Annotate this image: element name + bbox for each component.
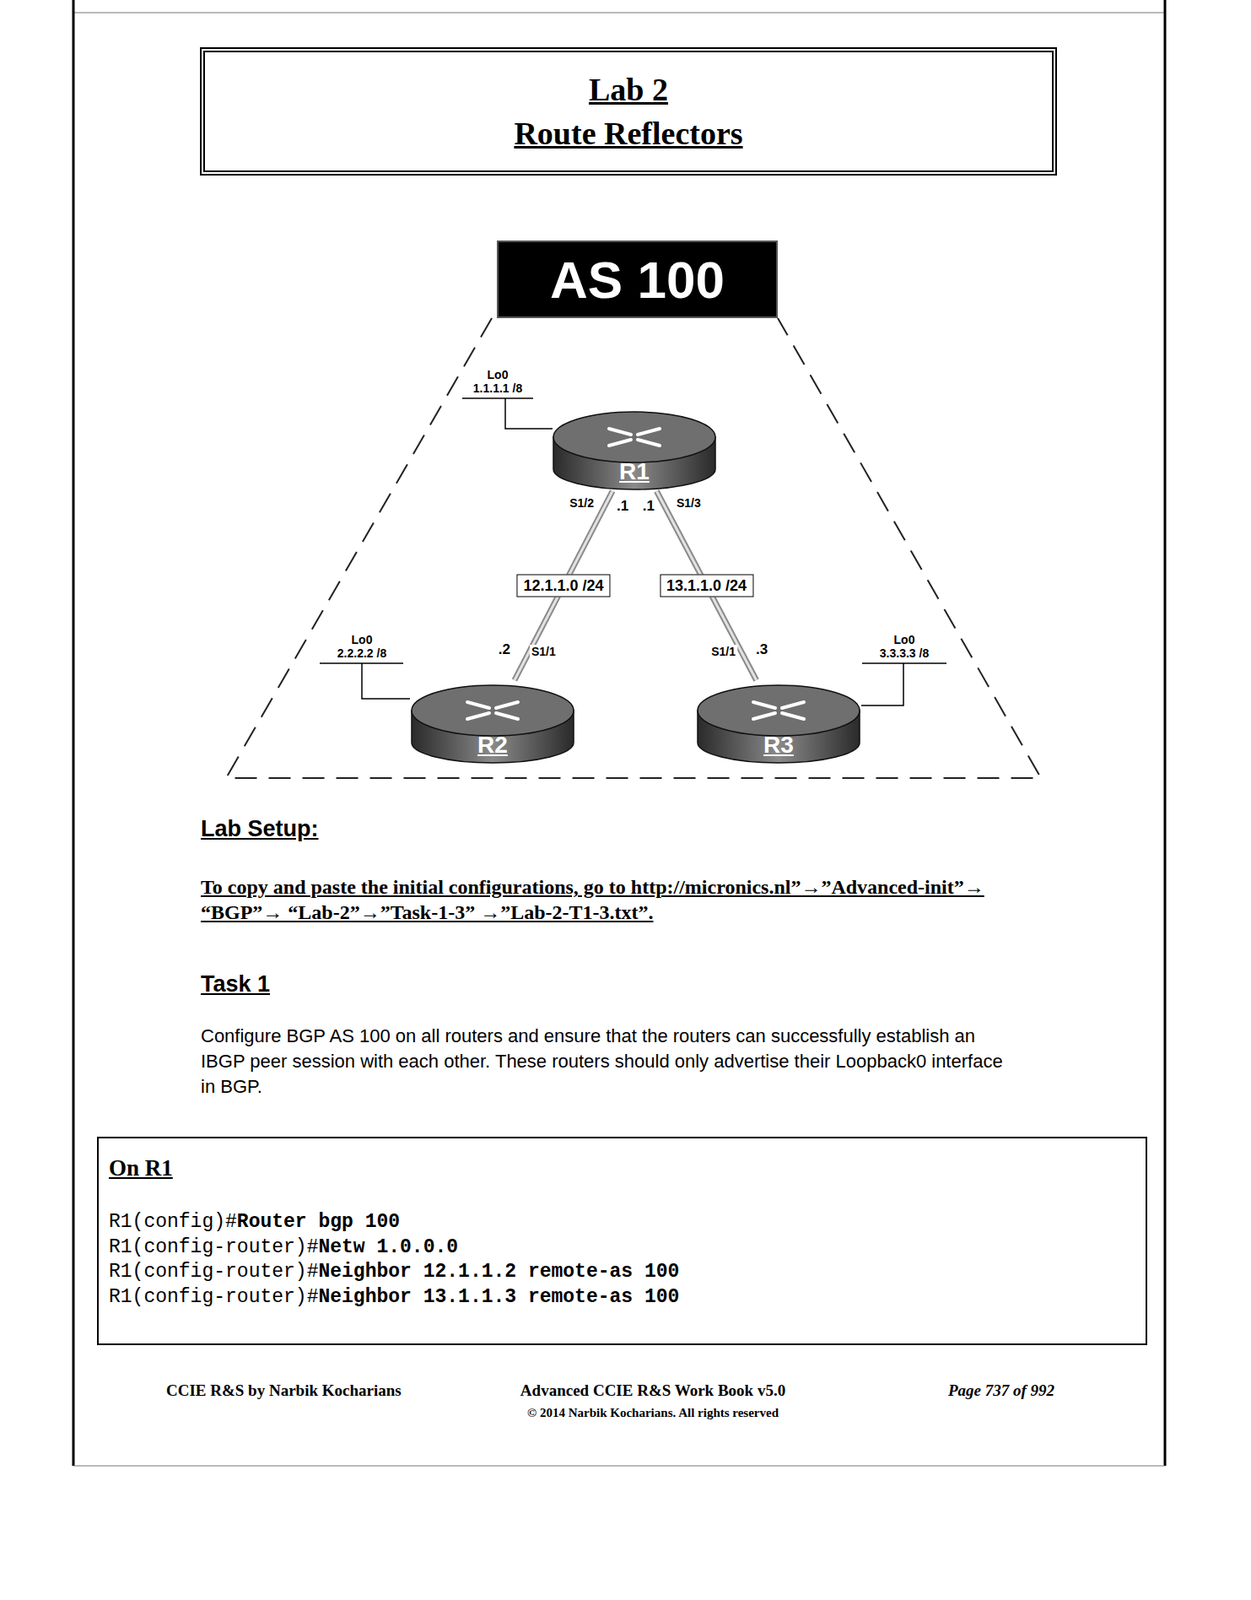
setup-instruction: To copy and paste the initial configurat… bbox=[200, 873, 1053, 925]
as-number: AS 100 bbox=[550, 249, 725, 310]
loopback-address: 1.1.1.1 /8 bbox=[471, 381, 524, 395]
serial-link bbox=[514, 490, 613, 680]
footer-book: Advanced CCIE R&S Work Book v5.0 bbox=[520, 1380, 786, 1400]
loopback-name: Lo0 bbox=[485, 367, 511, 382]
config-line: R1(config)#Router bgp 100 bbox=[108, 1209, 1136, 1235]
task-text: Configure BGP AS 100 on all routers and … bbox=[200, 1023, 1011, 1100]
config-heading: On R1 bbox=[108, 1154, 1136, 1181]
router-arrow bbox=[496, 701, 518, 708]
serial-link-outline bbox=[514, 490, 613, 680]
as-badge: AS 100 bbox=[496, 240, 778, 319]
as-boundary bbox=[226, 318, 1041, 778]
title-box: Lab 2Route Reflectors bbox=[199, 47, 1057, 176]
section-heading: Lab Setup: bbox=[200, 814, 319, 842]
interface-host: .2 bbox=[496, 641, 513, 658]
router-arrow bbox=[467, 712, 490, 719]
router-arrow bbox=[467, 701, 490, 708]
label-underline bbox=[862, 662, 947, 664]
router-top bbox=[411, 684, 574, 736]
loopback-name: Lo0 bbox=[892, 632, 917, 647]
config-box: On R1R1(config)#Router bgp 100R1(config-… bbox=[97, 1136, 1148, 1345]
interface-name: S1/1 bbox=[709, 644, 738, 658]
lab-title: Route Reflectors bbox=[513, 111, 743, 156]
footer-author: CCIE R&S by Narbik Kocharians bbox=[166, 1380, 402, 1400]
prompt: R1(config-router)# bbox=[108, 1235, 319, 1258]
page-number: Page 737 of 992 bbox=[948, 1380, 1055, 1400]
router-name: R1 bbox=[550, 458, 719, 485]
loopback-address: 2.2.2.2 /8 bbox=[335, 646, 389, 660]
leader-line bbox=[505, 398, 553, 429]
section-heading: Task 1 bbox=[200, 970, 270, 998]
serial-link bbox=[656, 490, 756, 680]
command: Router bgp 100 bbox=[237, 1210, 400, 1233]
leader-line bbox=[861, 663, 904, 706]
serial-link-outline bbox=[656, 490, 756, 680]
router-icon: R1 bbox=[550, 406, 719, 491]
border-line bbox=[73, 12, 1165, 14]
router-arrow bbox=[496, 712, 518, 719]
config-line: R1(config-router)#Netw 1.0.0.0 bbox=[108, 1234, 1136, 1261]
prompt: R1(config)# bbox=[108, 1210, 238, 1233]
config-line: R1(config-router)#Neighbor 12.1.1.2 remo… bbox=[108, 1259, 1136, 1285]
interface-name: S1/2 bbox=[567, 496, 596, 510]
router-arrow bbox=[609, 439, 631, 446]
router-arrow bbox=[781, 712, 804, 719]
router-name: R2 bbox=[408, 732, 577, 758]
prompt: R1(config-router)# bbox=[108, 1285, 319, 1308]
loopback-name: Lo0 bbox=[350, 632, 375, 647]
footer-copyright: © 2014 Narbik Kocharians. All rights res… bbox=[527, 1404, 779, 1420]
subnet-label: 13.1.1.0 /24 bbox=[659, 574, 754, 598]
interface-name: S1/1 bbox=[529, 644, 558, 658]
router-top bbox=[697, 684, 860, 736]
page-border bbox=[73, 0, 1165, 1466]
router-arrow bbox=[637, 439, 660, 446]
interface-host: .3 bbox=[754, 641, 770, 658]
lab-number: Lab 2 bbox=[588, 67, 669, 112]
command: Neighbor 12.1.1.2 remote-as 100 bbox=[318, 1260, 680, 1283]
router-arrow bbox=[781, 701, 804, 708]
router-arrow bbox=[753, 701, 776, 708]
prompt: R1(config-router)# bbox=[108, 1260, 319, 1283]
interface-host: .1 bbox=[641, 498, 657, 514]
router-name: R3 bbox=[694, 732, 863, 758]
command: Netw 1.0.0.0 bbox=[318, 1235, 459, 1258]
leader-line bbox=[361, 663, 410, 699]
border-line bbox=[72, 0, 76, 1466]
interface-host: .1 bbox=[614, 498, 631, 514]
config-line: R1(config-router)#Neighbor 13.1.1.3 remo… bbox=[108, 1284, 1136, 1311]
router-arrow bbox=[637, 428, 660, 435]
label-underline bbox=[462, 397, 534, 400]
router-icon: R2 bbox=[408, 679, 577, 765]
router-icon: R3 bbox=[694, 679, 863, 765]
loopback-leaders bbox=[319, 398, 947, 706]
router-arrow bbox=[753, 712, 776, 719]
interface-name: S1/3 bbox=[674, 496, 703, 510]
command: Neighbor 13.1.1.3 remote-as 100 bbox=[318, 1285, 680, 1308]
border-line bbox=[1164, 0, 1167, 1466]
router-top bbox=[553, 411, 716, 463]
router-arrow bbox=[609, 428, 631, 435]
border-line bbox=[73, 1465, 1165, 1467]
loopback-address: 3.3.3.3 /8 bbox=[878, 646, 931, 660]
subnet-label: 12.1.1.0 /24 bbox=[516, 574, 610, 598]
